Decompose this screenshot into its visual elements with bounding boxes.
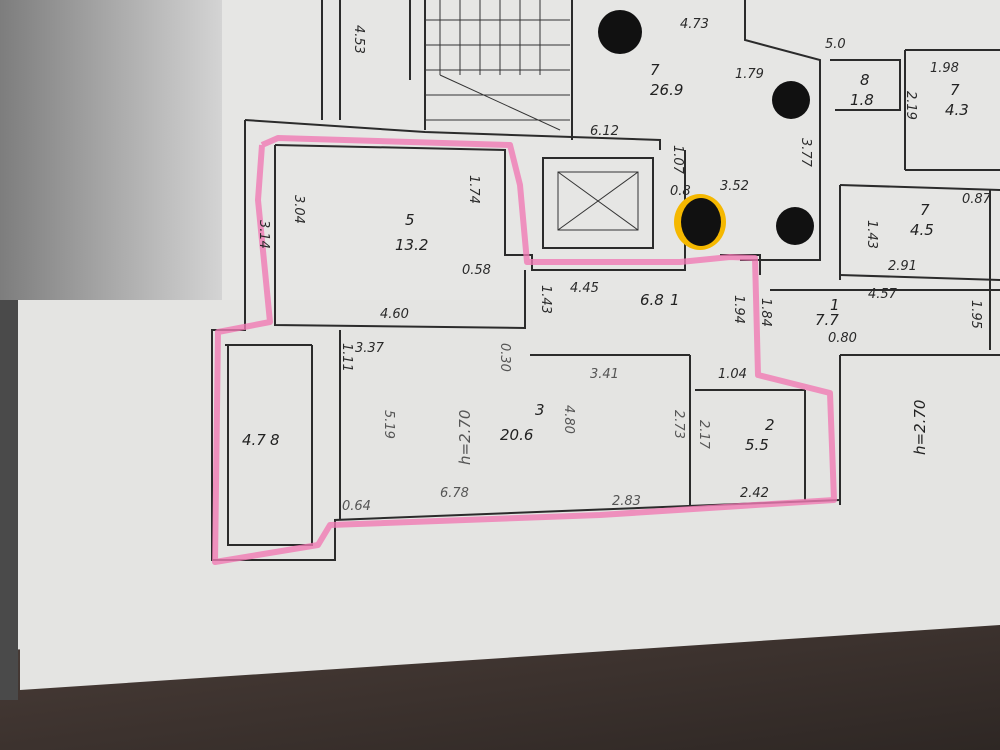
black-marker	[598, 10, 642, 54]
room-number: 3	[535, 401, 545, 419]
ceiling-height: h=2.70	[911, 400, 929, 455]
dimension: 1.43	[864, 220, 879, 249]
dimension: 6.12	[590, 124, 619, 139]
room-area: 5.5	[745, 436, 769, 454]
dimension: 1.84	[758, 298, 773, 327]
ceiling-height: h=2.70	[456, 410, 474, 465]
dimension: 2.73	[671, 410, 686, 439]
dimension: 3.14	[256, 220, 271, 249]
paper-lower	[20, 300, 1000, 690]
room-number: 7	[950, 81, 960, 99]
dimension: 3.41	[590, 367, 619, 382]
black-marker	[776, 207, 814, 245]
dimension: 1.95	[968, 300, 983, 329]
elevator-shaft	[542, 157, 654, 249]
shadow-sheet	[0, 0, 222, 300]
room-area: 1.8	[850, 91, 874, 109]
dimension: 1.11	[339, 343, 354, 372]
dimension: 4.60	[380, 307, 409, 322]
black-marker	[772, 81, 810, 119]
room-number: 1	[830, 296, 840, 314]
room-number: 1	[670, 291, 680, 309]
dimension: 6.78	[440, 486, 469, 501]
paper-edge	[0, 300, 18, 700]
dimension: 4.57	[868, 287, 898, 302]
room-labels: 5 13.2 1 6.8 3 20.6 2 5.5 8 4.7 7 26.9 8…	[242, 61, 969, 465]
dimension: 1.07	[670, 145, 685, 175]
dimension: 0.64	[342, 499, 371, 514]
dimension: 0.8	[670, 184, 691, 199]
dimension: 1.04	[718, 367, 747, 382]
dimension: 0.58	[462, 263, 491, 278]
dimension: 2.91	[888, 259, 917, 274]
dimension: 5.19	[381, 410, 396, 439]
dimension: 2.42	[740, 486, 769, 501]
dimension: 1.94	[731, 295, 746, 324]
walls	[211, 0, 1000, 561]
dimension: 3.37	[355, 341, 385, 356]
dimension: 4.73	[680, 17, 709, 32]
dimension: 2.83	[612, 494, 641, 509]
room-area: 7.7	[815, 311, 839, 329]
dimension: 4.53	[351, 25, 366, 54]
dimension: 3.52	[720, 179, 749, 194]
room-number: 8	[860, 71, 870, 89]
dimension: 4.80	[561, 405, 576, 434]
dimension: 3.04	[291, 195, 306, 224]
room-number: 8	[270, 431, 280, 449]
apartment-boundary	[212, 135, 837, 565]
stairwell	[321, 0, 573, 140]
room-number: 2	[765, 416, 775, 434]
room-area: 20.6	[500, 426, 533, 444]
dimension: 0.87	[962, 192, 992, 207]
dimension: 1.79	[735, 67, 764, 82]
room-area: 26.9	[650, 81, 683, 99]
dimension: 0.30	[497, 343, 512, 372]
dimension: 1.74	[466, 175, 481, 204]
room-number: 7	[920, 201, 930, 219]
room-number: 7	[650, 61, 660, 79]
room-area: 4.3	[945, 101, 969, 119]
highlighted-marker	[681, 198, 721, 246]
room-area: 4.5	[910, 221, 934, 239]
dimension: 0.80	[828, 331, 857, 346]
dimension: 4.45	[570, 281, 599, 296]
dimension: 1.98	[930, 61, 959, 76]
room-area: 13.2	[395, 236, 428, 254]
dimension-labels: 4.53 4.73 6.12 1.79 3.77 5.0 1.98 2.19 3…	[256, 17, 992, 514]
room-number: 5	[405, 211, 415, 229]
dimension: 1.43	[538, 285, 553, 314]
dimension: 2.19	[903, 91, 918, 120]
dimension: 3.77	[798, 138, 813, 168]
dimension: 2.17	[696, 420, 711, 450]
dimension: 5.0	[825, 37, 846, 52]
room-area: 4.7	[242, 431, 266, 449]
room-area: 6.8	[640, 291, 664, 309]
